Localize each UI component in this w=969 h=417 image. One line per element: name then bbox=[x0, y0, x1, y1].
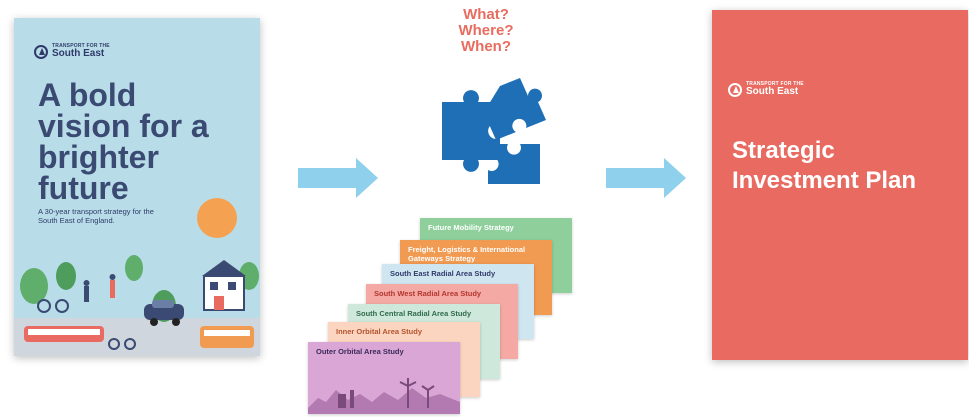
town-illustration bbox=[14, 255, 260, 356]
brand-mark-icon bbox=[34, 44, 48, 59]
card-label: South East Radial Area Study bbox=[390, 269, 496, 278]
card-label: Future Mobility Strategy bbox=[428, 223, 514, 232]
landscape-illustration bbox=[308, 378, 460, 414]
card-label: Inner Orbital Area Study bbox=[336, 327, 422, 336]
question-where: Where? bbox=[458, 22, 514, 39]
card-label: Outer Orbital Area Study bbox=[316, 347, 404, 356]
right-brand-name: South East bbox=[746, 86, 799, 97]
left-document-subtitle: A 30-year transport strategy for the Sou… bbox=[38, 207, 154, 225]
left-brand-name: South East bbox=[52, 48, 105, 59]
what-where-when-question: What? Where? When? bbox=[430, 7, 542, 55]
card-outer-orbital: Outer Orbital Area Study bbox=[308, 342, 460, 414]
card-label: South West Radial Area Study bbox=[374, 289, 482, 298]
card-label: South Central Radial Area Study bbox=[356, 309, 472, 318]
transport-strategy-document: TRANSPORT FOR THE South East A bold visi… bbox=[14, 18, 260, 356]
strategic-investment-plan-document: TRANSPORT FOR THE South East Strategic I… bbox=[712, 10, 968, 360]
flow-arrow-2 bbox=[606, 158, 686, 198]
sun-illustration bbox=[197, 198, 237, 238]
study-cards-stack: Future Mobility Strategy Freight, Logist… bbox=[308, 218, 572, 416]
brand-mark-icon bbox=[728, 82, 742, 97]
left-brand-small: TRANSPORT FOR THE bbox=[52, 43, 110, 49]
right-brand-logo: TRANSPORT FOR THE South East bbox=[728, 82, 804, 97]
right-brand-small: TRANSPORT FOR THE bbox=[746, 81, 804, 87]
question-what: What? bbox=[463, 6, 509, 23]
flow-arrow-1 bbox=[298, 158, 378, 198]
right-document-title: Strategic Investment Plan bbox=[732, 137, 917, 194]
left-document-title: A bold vision for a brighter future bbox=[38, 77, 209, 206]
card-label: Freight, Logistics & International Gatew… bbox=[408, 245, 526, 263]
left-brand-logo: TRANSPORT FOR THE South East bbox=[34, 44, 110, 59]
puzzle-pieces-icon bbox=[442, 78, 546, 184]
question-when: When? bbox=[461, 38, 511, 55]
